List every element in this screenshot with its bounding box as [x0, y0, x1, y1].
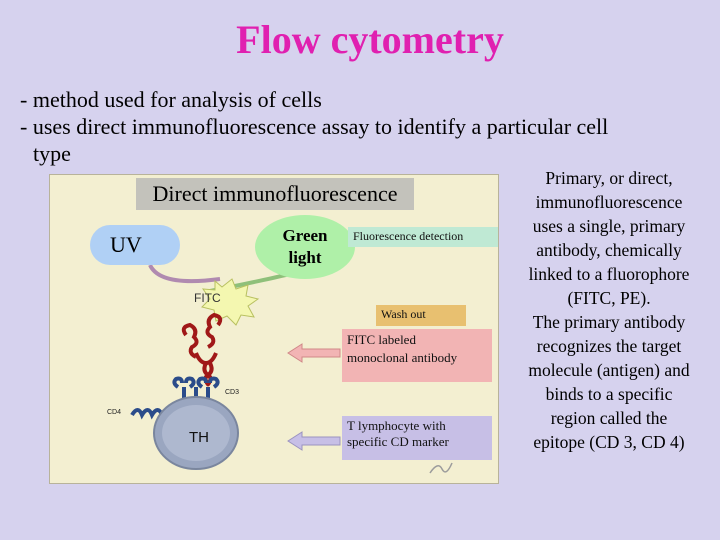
page-title: Flow cytometry [236, 17, 504, 62]
cd4-label: CD4 [107, 409, 122, 416]
side-line: binds to a specific [545, 384, 673, 404]
green-light-label: Green light [255, 215, 355, 279]
bullet-item-continuation: type [33, 141, 71, 166]
green-light-line-1: Green [282, 226, 328, 245]
side-line: (FITC, PE). [567, 288, 651, 308]
pointer-arrow-tcell [287, 431, 341, 451]
side-line: recognizes the target [536, 336, 682, 356]
bullet-item: - uses direct immunofluorescence assay t… [20, 114, 609, 139]
green-light-line-2: light [288, 248, 322, 267]
fitc-antibody-line-1: FITC labeled [347, 332, 416, 347]
side-line: uses a single, primary [532, 216, 686, 236]
fitc-antibody-label: FITC labeled monoclonal antibody [342, 329, 492, 382]
side-description: Primary, or direct, immunofluorescence u… [509, 166, 709, 454]
figure-title: Direct immunofluorescence [136, 178, 414, 210]
pointer-arrow-antibody [287, 343, 341, 363]
side-line: linked to a fluorophore [528, 264, 690, 284]
wash-out-label: Wash out [376, 305, 466, 326]
uv-beam-arrow [148, 263, 221, 284]
figure-illustration [130, 263, 453, 474]
side-line: antibody, chemically [536, 240, 682, 260]
fitc-label: FITC [194, 291, 221, 305]
t-lymphocyte-line-1: T lymphocyte with [347, 418, 446, 433]
side-line: Primary, or direct, [545, 168, 673, 188]
side-line: epitope (CD 3, CD 4) [533, 432, 685, 452]
immunofluorescence-figure: Direct immunofluorescence UV Green light… [49, 174, 499, 484]
uv-label: UV [90, 225, 180, 265]
t-lymphocyte-line-2: specific CD marker [347, 434, 449, 449]
side-line: molecule (antigen) and [528, 360, 690, 380]
bullet-item: - method used for analysis of cells [20, 87, 322, 112]
fluorescence-detection-label: Fluorescence detection [348, 227, 498, 247]
signature-mark [429, 462, 453, 474]
t-lymphocyte-label: T lymphocyte with specific CD marker [342, 416, 492, 460]
side-line: region called the [550, 408, 668, 428]
th-label: TH [189, 429, 209, 446]
antibody-icon [181, 312, 223, 387]
cd3-label: CD3 [225, 389, 240, 396]
side-line: The primary antibody [532, 312, 686, 332]
side-line: immunofluorescence [535, 192, 683, 212]
fitc-antibody-line-2: monoclonal antibody [347, 350, 458, 365]
bullet-list: - method used for analysis of cells - us… [20, 86, 700, 167]
